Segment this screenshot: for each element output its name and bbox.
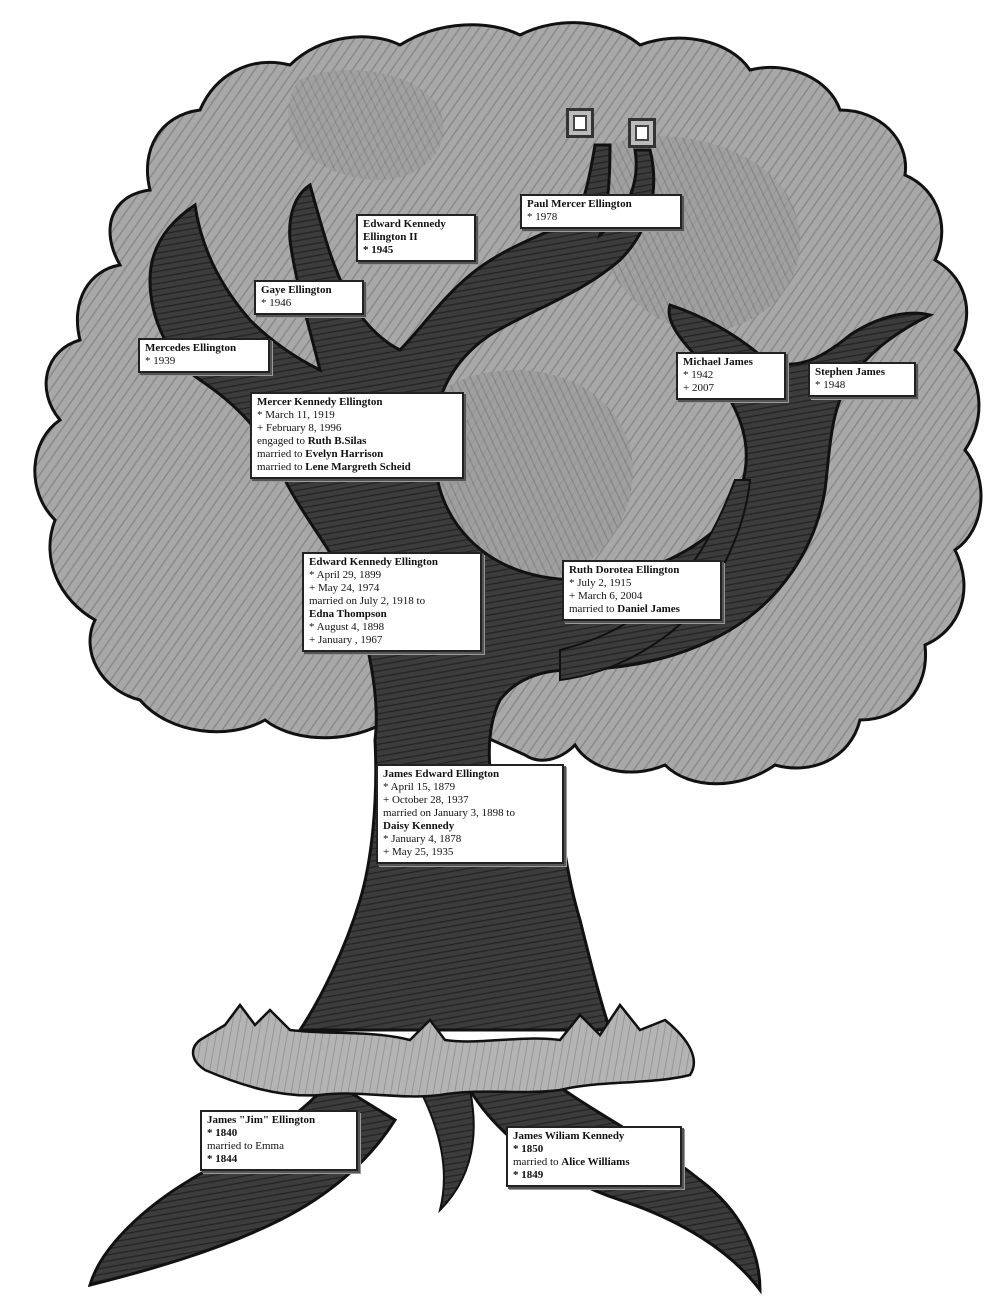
picture-frame-right bbox=[628, 118, 656, 148]
spouse-name: Evelyn Harrison bbox=[305, 448, 384, 460]
person-birth: * March 11, 1919 bbox=[257, 409, 335, 421]
person-birth: * 1840 bbox=[207, 1127, 238, 1139]
person-card-ruth-dorotea-ellington: Ruth Dorotea Ellington * July 2, 1915 + … bbox=[562, 560, 722, 621]
person-name: Paul Mercer Ellington bbox=[527, 198, 632, 210]
marriage-line: married to Daniel James bbox=[569, 603, 715, 616]
person-card-stephen-james: Stephen James * 1948 bbox=[808, 362, 916, 397]
person-name: Edward Kennedy Ellington bbox=[309, 556, 438, 568]
marriage-line: married to Alice Williams bbox=[513, 1156, 675, 1169]
person-name: Ruth Dorotea Ellington bbox=[569, 564, 680, 576]
spouse-birth: * August 4, 1898 bbox=[309, 621, 385, 633]
marriage-line: married to Lene Margreth Scheid bbox=[257, 461, 457, 474]
person-card-james-wiliam-kennedy: James Wiliam Kennedy * 1850 married to A… bbox=[506, 1126, 682, 1187]
spouse-birth: * 1849 bbox=[513, 1169, 544, 1181]
foliage-shadow bbox=[422, 370, 633, 578]
spouse-death: + January , 1967 bbox=[309, 634, 383, 646]
picture-frame-left bbox=[566, 108, 594, 138]
person-name: Stephen James bbox=[815, 366, 885, 378]
spouse-birth: * January 4, 1878 bbox=[383, 833, 462, 845]
person-death: + May 24, 1974 bbox=[309, 582, 380, 594]
married-prefix: married to bbox=[513, 1156, 562, 1168]
person-card-paul-mercer-ellington: Paul Mercer Ellington * 1978 bbox=[520, 194, 682, 229]
spouse-death: + May 25, 1935 bbox=[383, 846, 454, 858]
person-birth: * 1942 bbox=[683, 369, 714, 381]
person-birth: * 1946 bbox=[261, 297, 292, 309]
person-card-james-jim-ellington: James "Jim" Ellington * 1840 married to … bbox=[200, 1110, 358, 1171]
person-name: Mercedes Ellington bbox=[145, 342, 237, 354]
person-death: + October 28, 1937 bbox=[383, 794, 469, 806]
grass-band bbox=[191, 1002, 696, 1098]
married-prefix: married to bbox=[569, 603, 618, 615]
person-name: Gaye Ellington bbox=[261, 284, 332, 296]
person-death: + 2007 bbox=[683, 382, 714, 394]
spouse-name: Alice Williams bbox=[561, 1156, 630, 1168]
person-name: James Edward Ellington bbox=[383, 768, 500, 780]
person-birth: * April 29, 1899 bbox=[309, 569, 382, 581]
marriage-line: married to Emma bbox=[207, 1140, 284, 1152]
spouse-name: Lene Margreth Scheid bbox=[305, 461, 411, 473]
engaged-partner: Ruth B.Silas bbox=[307, 435, 367, 447]
foliage-shadow bbox=[288, 70, 444, 180]
person-birth: * July 2, 1915 bbox=[569, 577, 632, 589]
spouse-name: Edna Thompson bbox=[309, 608, 387, 620]
person-name: Edward Kennedy bbox=[363, 218, 446, 230]
marriage-line: married to Evelyn Harrison bbox=[257, 448, 457, 461]
person-card-edward-kennedy-ellington: Edward Kennedy Ellington * April 29, 189… bbox=[302, 552, 482, 652]
person-name: Mercer Kennedy Ellington bbox=[257, 396, 383, 408]
married-prefix: married to bbox=[257, 448, 306, 460]
engagement-line: engaged to Ruth B.Silas bbox=[257, 435, 457, 448]
person-birth: * April 15, 1879 bbox=[383, 781, 456, 793]
person-death: + March 6, 2004 bbox=[569, 590, 643, 602]
marriage-line: married on January 3, 1898 to bbox=[383, 807, 515, 819]
spouse-name: Daisy Kennedy bbox=[383, 820, 455, 832]
spouse-birth: * 1844 bbox=[207, 1153, 238, 1165]
person-card-mercer-kennedy-ellington: Mercer Kennedy Ellington * March 11, 191… bbox=[250, 392, 464, 479]
person-birth: * 1945 bbox=[363, 244, 394, 256]
tree-root-middle bbox=[418, 1089, 475, 1214]
person-death: + February 8, 1996 bbox=[257, 422, 342, 434]
person-name-line2: Ellington II bbox=[363, 231, 418, 243]
person-card-edward-kennedy-ellington-ii: Edward Kennedy Ellington II * 1945 bbox=[356, 214, 476, 262]
person-birth: * 1850 bbox=[513, 1143, 544, 1155]
married-prefix: married to bbox=[257, 461, 306, 473]
person-name: James "Jim" Ellington bbox=[207, 1114, 316, 1126]
person-birth: * 1939 bbox=[145, 355, 176, 367]
person-card-gaye-ellington: Gaye Ellington * 1946 bbox=[254, 280, 364, 315]
marriage-line: married on July 2, 1918 to bbox=[309, 595, 426, 607]
engaged-prefix: engaged to bbox=[257, 435, 308, 447]
person-card-michael-james: Michael James * 1942 + 2007 bbox=[676, 352, 786, 400]
person-card-james-edward-ellington: James Edward Ellington * April 15, 1879 … bbox=[376, 764, 564, 864]
person-name: James Wiliam Kennedy bbox=[513, 1130, 625, 1142]
spouse-name: Daniel James bbox=[617, 603, 680, 615]
person-name: Michael James bbox=[683, 356, 753, 368]
person-birth: * 1948 bbox=[815, 379, 846, 391]
person-card-mercedes-ellington: Mercedes Ellington * 1939 bbox=[138, 338, 270, 373]
person-birth: * 1978 bbox=[527, 211, 558, 223]
